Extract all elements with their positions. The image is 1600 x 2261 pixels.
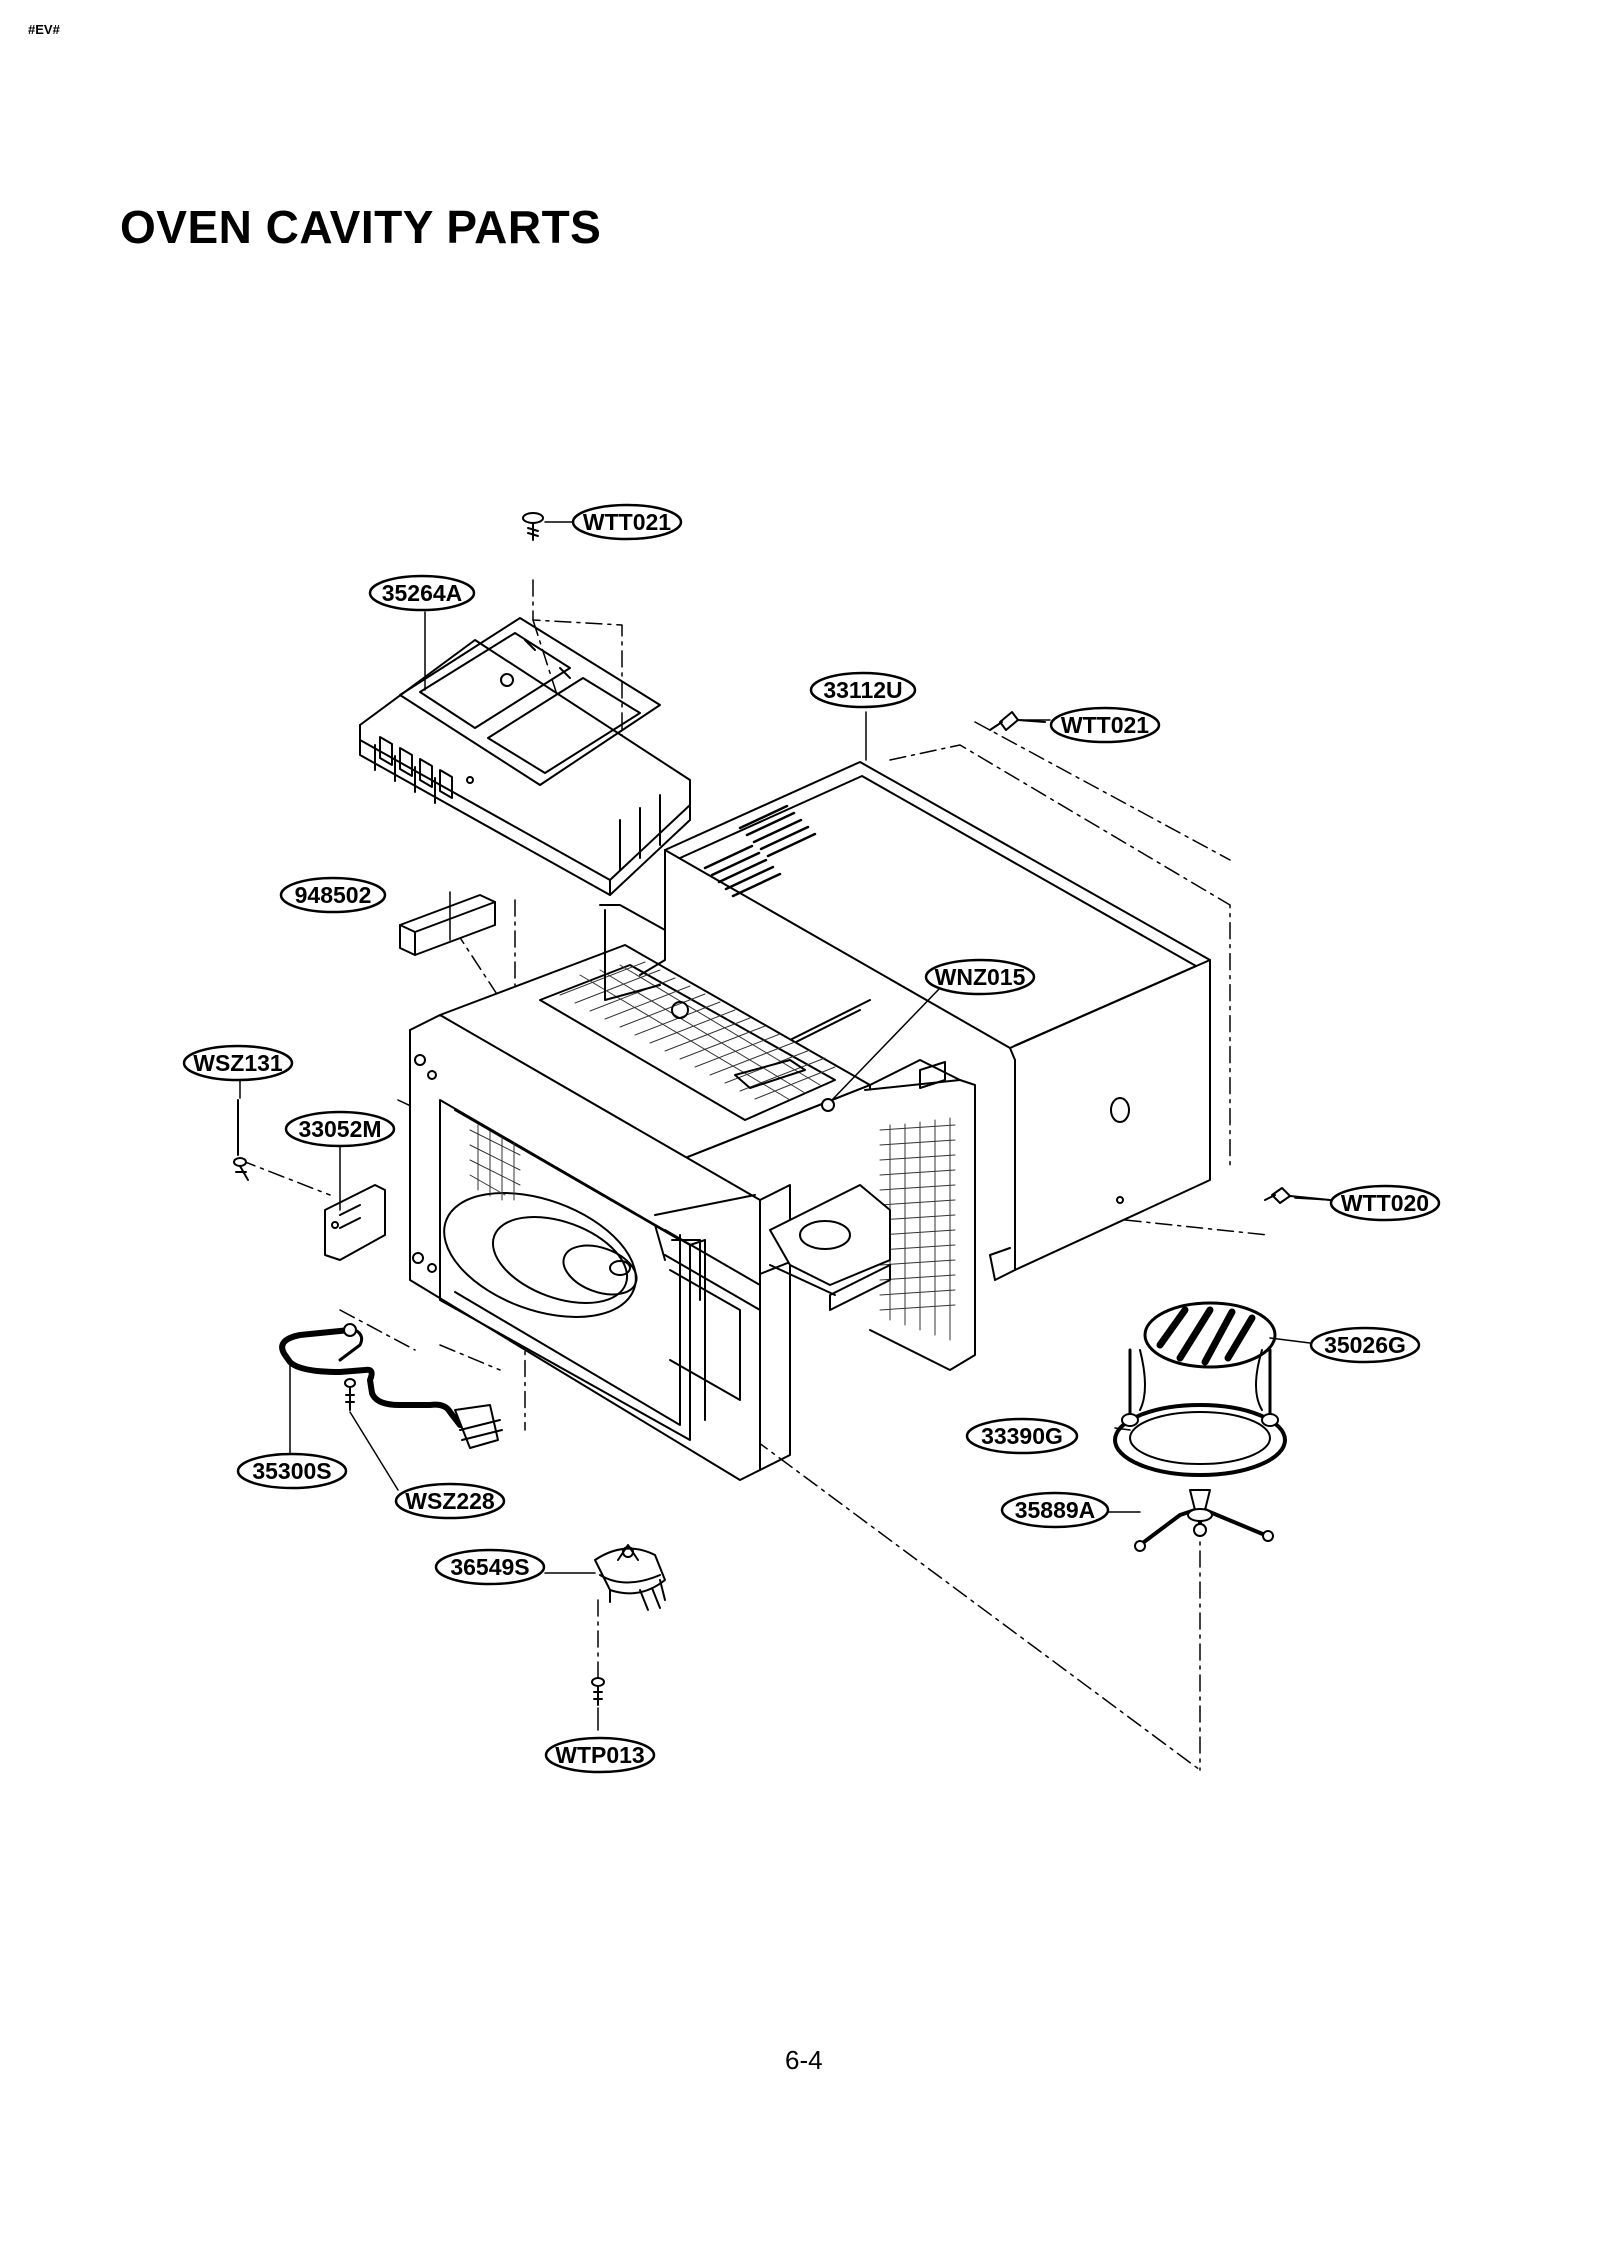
callout-label: WNZ015 — [935, 964, 1026, 990]
callout-label: 35264A — [382, 580, 463, 606]
callout-label: 33390G — [981, 1423, 1063, 1449]
part-33112u-outer-case — [664, 761, 1211, 1281]
leader-lines — [239, 521, 1331, 1731]
callout-label: WSZ131 — [193, 1050, 283, 1076]
callout-label: WTT021 — [583, 509, 671, 535]
callout-33052m: 33052M — [284, 1110, 396, 1148]
callout-wtt020: WTT020 — [1329, 1184, 1441, 1222]
callout-35264a: 35264A — [368, 574, 476, 612]
part-oven-cavity-body — [409, 904, 976, 1481]
page-number: 6-4 — [785, 2045, 823, 2075]
callout-wnz015: WNZ015 — [924, 958, 1036, 996]
callout-label: WTT021 — [1061, 712, 1149, 738]
callout-wtp013: WTP013 — [544, 1736, 656, 1774]
callout-wtt021-right: WTT021 — [1049, 706, 1161, 744]
callout-label: WTT020 — [1341, 1190, 1429, 1216]
part-33390g-roller-ring — [1113, 1348, 1287, 1477]
callout-label: 35026G — [1324, 1332, 1406, 1358]
page-title: OVEN CAVITY PARTS — [120, 201, 602, 253]
part-36549s-motor — [594, 1544, 666, 1611]
callout-33112u: 33112U — [809, 671, 917, 709]
part-35264a-cover — [359, 617, 691, 896]
callout-label: 33052M — [298, 1116, 381, 1142]
part-35300s-terminals — [343, 1323, 503, 1449]
part-948502-block — [399, 894, 496, 956]
part-callouts: WTT021 35264A 33112U WTT021 948502 WNZ01… — [182, 503, 1441, 1774]
callout-label: 36549S — [450, 1554, 529, 1580]
callout-wsz131: WSZ131 — [182, 1044, 294, 1082]
screw-wtp013 — [591, 1677, 605, 1706]
callout-label: WSZ228 — [405, 1488, 495, 1514]
callout-33390g: 33390G — [965, 1417, 1079, 1455]
part-33052m-plate — [324, 1184, 386, 1261]
callout-wtt021-top: WTT021 — [571, 503, 683, 541]
callout-label: WTP013 — [555, 1742, 644, 1768]
screw-wtt021-right — [989, 711, 1046, 731]
screw-wtt021-top — [522, 512, 544, 541]
part-wnz015-nut — [821, 1098, 835, 1112]
part-35300s-heater — [279, 1327, 482, 1437]
callout-label: 35889A — [1015, 1497, 1096, 1523]
callout-35889a: 35889A — [1000, 1491, 1110, 1529]
callout-36549s: 36549S — [434, 1548, 546, 1586]
callout-35300s: 35300S — [236, 1452, 348, 1490]
screw-wsz228 — [344, 1378, 356, 1411]
part-35889a-coupler — [1134, 1489, 1274, 1552]
callout-948502: 948502 — [279, 876, 387, 914]
screw-wtt020 — [1264, 1187, 1331, 1204]
callout-label: 35300S — [252, 1458, 331, 1484]
callout-35026g: 35026G — [1309, 1326, 1421, 1364]
document-code: #EV# — [28, 22, 60, 37]
callout-wsz228: WSZ228 — [394, 1482, 506, 1520]
screw-wsz131 — [233, 1099, 249, 1181]
part-35026g-tray — [1143, 1301, 1277, 1369]
callout-label: 33112U — [823, 677, 902, 703]
callout-label: 948502 — [295, 882, 372, 908]
